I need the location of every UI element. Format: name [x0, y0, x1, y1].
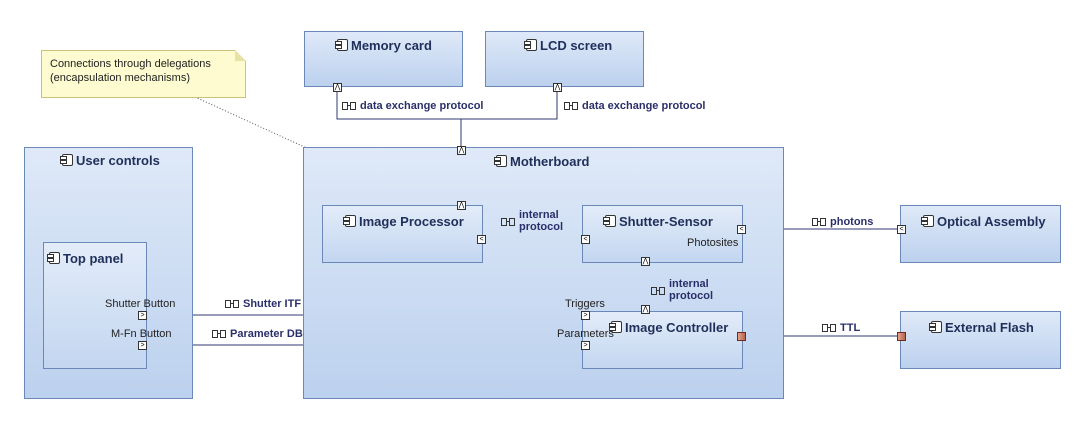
- mfn-button-port[interactable]: >: [138, 341, 147, 350]
- shutter-sensor-title: Shutter-Sensor: [619, 214, 713, 229]
- shutter-itf-connector[interactable]: Shutter ITF: [225, 298, 301, 310]
- ttl-in-port[interactable]: [897, 332, 906, 341]
- motherboard-title: Motherboard: [510, 154, 590, 169]
- component-icon: [603, 215, 616, 227]
- memory-card-port[interactable]: ⋀: [333, 83, 342, 92]
- data-exchange-connector-1[interactable]: data exchange protocol: [342, 100, 483, 112]
- memory-card-component[interactable]: Memory card: [304, 31, 463, 87]
- component-icon: [609, 321, 622, 333]
- connector-icon: [812, 217, 826, 226]
- parameters-port-label: Parameters: [557, 328, 614, 340]
- image-processor-component[interactable]: Image Processor: [322, 205, 483, 263]
- optical-assembly-port[interactable]: <: [897, 225, 906, 234]
- component-icon: [343, 215, 356, 227]
- photons-connector[interactable]: photons: [812, 216, 873, 228]
- image-processor-right-port[interactable]: <: [477, 235, 486, 244]
- connector-icon: [342, 101, 356, 110]
- component-icon: [60, 154, 73, 166]
- data-exchange-connector-2[interactable]: data exchange protocol: [564, 100, 705, 112]
- photosites-port[interactable]: <: [737, 225, 746, 234]
- note-fold: [235, 50, 246, 61]
- shutter-button-port[interactable]: >: [138, 311, 147, 320]
- mfn-button-port-label: M-Fn Button: [111, 328, 172, 340]
- connector-icon: [501, 217, 515, 226]
- memory-card-title: Memory card: [351, 38, 432, 53]
- component-icon: [921, 215, 934, 227]
- motherboard-delegation-port[interactable]: ⋀: [457, 146, 466, 155]
- image-controller-component[interactable]: Image Controller: [582, 311, 743, 369]
- optical-assembly-component[interactable]: Optical Assembly: [900, 205, 1061, 263]
- shutter-button-port-label: Shutter Button: [105, 298, 176, 310]
- connector-icon: [651, 286, 665, 295]
- connector-icon: [225, 299, 239, 308]
- ttl-connector[interactable]: TTL: [822, 322, 860, 334]
- optical-assembly-title: Optical Assembly: [937, 214, 1046, 229]
- image-processor-title: Image Processor: [359, 214, 464, 229]
- component-icon: [494, 155, 507, 167]
- top-panel-component[interactable]: Top panel: [43, 242, 147, 369]
- shutter-sensor-component[interactable]: Shutter-Sensor Photosites: [582, 205, 743, 263]
- external-flash-title: External Flash: [945, 320, 1034, 335]
- ttl-out-port[interactable]: [737, 332, 746, 341]
- photosites-port-label: Photosites: [687, 237, 739, 249]
- connector-icon: [564, 101, 578, 110]
- shutter-sensor-left-port[interactable]: <: [581, 235, 590, 244]
- triggers-port-label: Triggers: [565, 298, 605, 310]
- triggers-port[interactable]: >: [581, 311, 590, 320]
- image-controller-title: Image Controller: [625, 320, 729, 335]
- lcd-screen-title: LCD screen: [540, 38, 613, 53]
- note-line-2: (encapsulation mechanisms): [50, 72, 191, 84]
- top-panel-title: Top panel: [63, 251, 124, 266]
- user-controls-title: User controls: [76, 153, 160, 168]
- parameter-db-connector[interactable]: Parameter DB: [212, 328, 303, 340]
- component-icon: [335, 39, 348, 51]
- image-processor-top-port[interactable]: ⋀: [457, 201, 466, 210]
- note-line-1: Connections through delegations: [50, 58, 211, 70]
- image-controller-top-port[interactable]: ⋀: [641, 305, 650, 314]
- connector-icon: [822, 323, 836, 332]
- external-flash-component[interactable]: External Flash: [900, 311, 1061, 369]
- annotation-note: Connections through delegations (encapsu…: [41, 50, 246, 98]
- component-icon: [524, 39, 537, 51]
- parameters-port[interactable]: >: [581, 341, 590, 350]
- component-icon: [47, 252, 60, 264]
- lcd-screen-component[interactable]: LCD screen: [485, 31, 644, 87]
- lcd-screen-port[interactable]: ⋀: [553, 83, 562, 92]
- connector-icon: [212, 329, 226, 338]
- shutter-sensor-bottom-port[interactable]: ⋀: [641, 257, 650, 266]
- component-icon: [929, 321, 942, 333]
